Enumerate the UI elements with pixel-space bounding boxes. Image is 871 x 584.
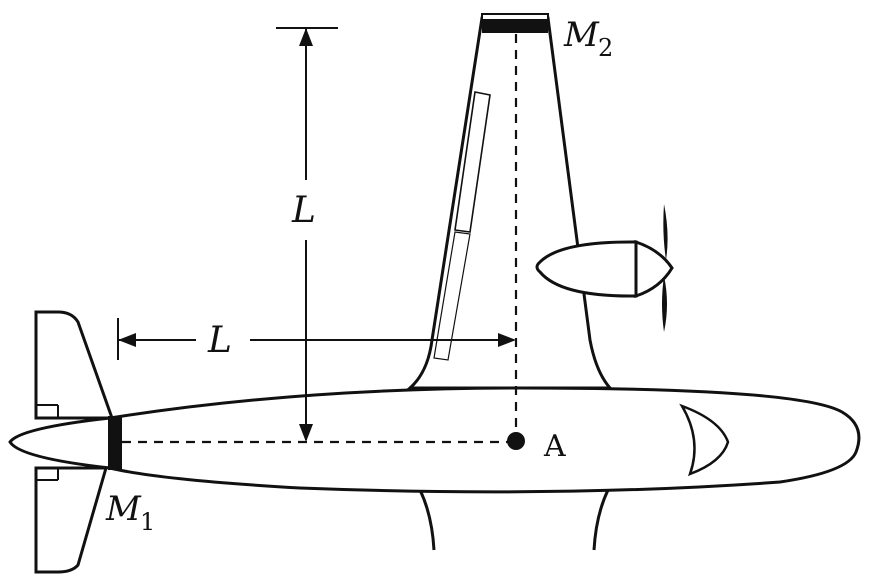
canopy [679, 403, 730, 477]
point-a-dot [507, 432, 525, 450]
aileron-upper [454, 91, 491, 233]
spinner [634, 239, 674, 299]
tail-fin-upper [34, 310, 115, 420]
aileron-lower [433, 231, 471, 361]
tail-fin-lower [34, 466, 108, 574]
fuselage [8, 386, 861, 494]
mass2-block [482, 20, 548, 33]
engine-nacelle [535, 240, 638, 298]
dim-horizontal-arrow-left [118, 333, 136, 347]
wing-right-lower-edge [592, 489, 610, 551]
propeller-blade-top [663, 204, 668, 260]
label-mass1: M [105, 489, 142, 529]
label-point-a: A [543, 429, 566, 464]
label-mass2: M [563, 15, 600, 55]
upper-wing [406, 16, 614, 390]
dim-horizontal-arrow-right [498, 333, 516, 347]
mass1-block [108, 416, 122, 470]
propeller-blade-bottom [662, 276, 667, 332]
dim-vertical-arrow-top [299, 28, 313, 46]
label-mass2-subscript: 2 [598, 34, 613, 62]
label-mass1-subscript: 1 [140, 508, 155, 536]
wingtip-cap [481, 13, 549, 21]
label-length-horizontal: L [207, 320, 232, 361]
wing-left-lower-edge [418, 489, 436, 551]
label-length-vertical: L [291, 190, 316, 231]
dim-vertical-arrow-bottom [299, 424, 313, 442]
